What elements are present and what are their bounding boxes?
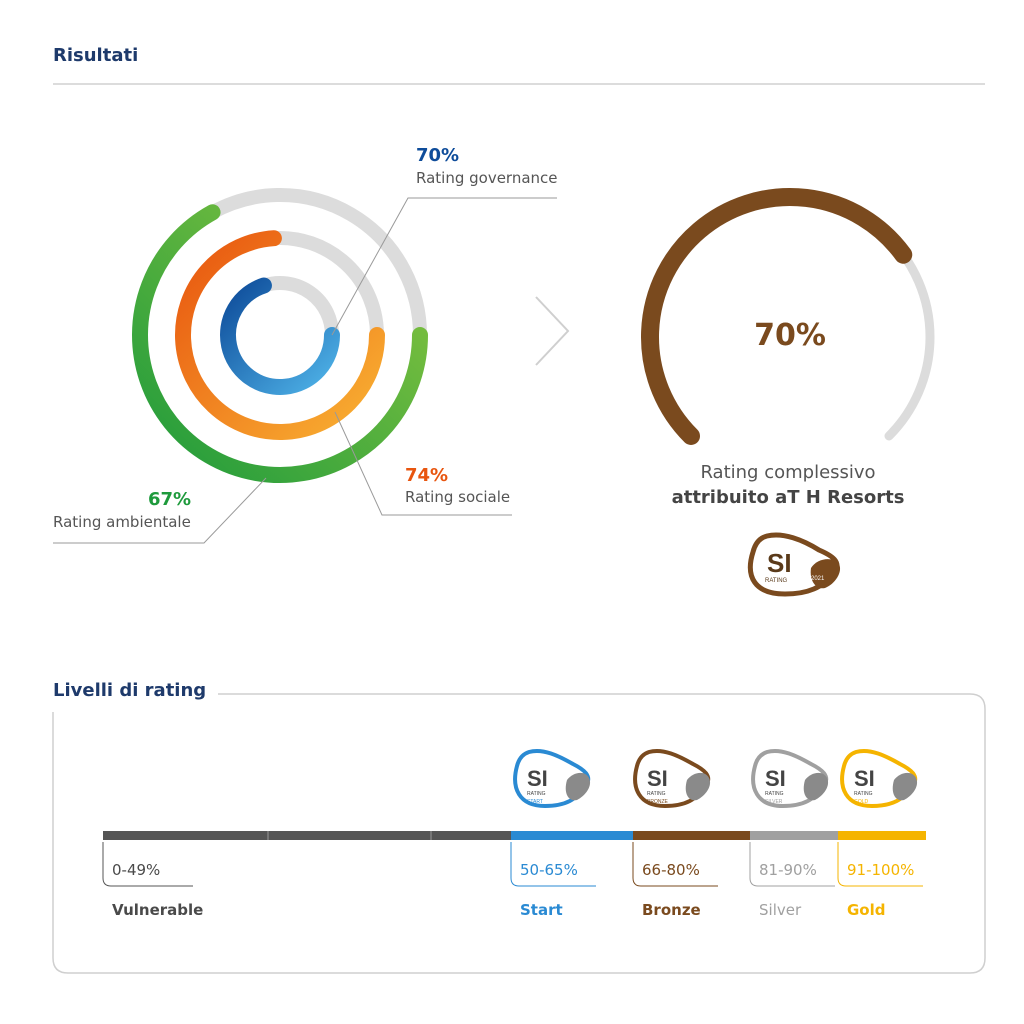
sociale-label: Rating sociale	[405, 488, 511, 506]
level-segment-silver	[750, 831, 838, 840]
chevron-right-icon	[535, 296, 570, 366]
svg-text:SILVER: SILVER	[765, 799, 783, 805]
overall-caption-line1: Rating complessivo	[700, 462, 876, 483]
overall-caption-line2: attribuito aT H Resorts	[671, 487, 905, 508]
svg-text:RATING: RATING	[647, 791, 666, 797]
governance-leader-line	[331, 197, 557, 336]
svg-text:RATING: RATING	[854, 791, 873, 797]
svg-text:SI: SI	[854, 766, 875, 791]
si-rating-badge-icon: SI RATING 2021	[747, 532, 841, 597]
results-title: Risultati	[53, 45, 139, 66]
level-segment-bronze	[633, 831, 750, 840]
level-range-start: 50-65%	[520, 861, 578, 879]
svg-text:RATING: RATING	[527, 791, 546, 797]
level-name-bronze: Bronze	[642, 901, 701, 919]
ring-track-1	[266, 231, 384, 342]
sociale-leader-line	[334, 411, 512, 516]
level-bracket-bronze	[632, 842, 718, 887]
governance-label: Rating governance	[416, 169, 558, 187]
level-bracket-silver	[749, 842, 835, 887]
levels-badges: SIRATINGSTARTSIRATINGBRONZESIRATINGSILVE…	[513, 749, 918, 809]
level-range-gold: 91-100%	[847, 861, 915, 879]
ambientale-percent: 67%	[148, 489, 192, 510]
radial-chart	[132, 188, 428, 483]
svg-text:SI: SI	[765, 766, 786, 791]
badge-main-si: SI	[767, 548, 792, 578]
segment-divider	[430, 831, 432, 840]
svg-text:SI: SI	[647, 766, 668, 791]
segment-divider	[267, 831, 269, 840]
levels-title: Livelli di rating	[53, 680, 207, 701]
overall-percent: 70%	[754, 318, 826, 353]
svg-text:SI: SI	[527, 766, 548, 791]
level-range-vulnerable: 0-49%	[112, 861, 161, 879]
governance-percent: 70%	[416, 145, 460, 166]
svg-text:GOLD: GOLD	[854, 799, 869, 805]
svg-text:RATING: RATING	[765, 791, 784, 797]
level-name-vulnerable: Vulnerable	[112, 901, 204, 919]
svg-text:START: START	[527, 799, 543, 805]
level-segment-start	[511, 831, 633, 840]
ring-bar-rating-sociale	[175, 230, 385, 440]
sociale-percent: 74%	[405, 465, 449, 486]
level-name-silver: Silver	[759, 901, 802, 919]
overall-gauge	[641, 188, 935, 445]
ambientale-leader-line	[53, 477, 267, 544]
level-segment-vulnerable	[103, 831, 511, 840]
levels-box	[52, 693, 986, 974]
gauge-value	[641, 188, 913, 445]
level-range-bronze: 66-80%	[642, 861, 700, 879]
levels-bar	[102, 831, 926, 887]
ambientale-label: Rating ambientale	[53, 513, 191, 531]
ring-bar-rating-ambientale	[132, 204, 428, 483]
badge-main-sub: RATING	[765, 578, 788, 584]
level-name-gold: Gold	[847, 901, 886, 919]
level-name-start: Start	[520, 901, 563, 919]
level-segment-gold	[838, 831, 926, 840]
svg-text:BRONZE: BRONZE	[647, 799, 669, 805]
level-bracket-start	[510, 842, 596, 887]
level-bracket-gold	[837, 842, 923, 887]
ring-bar-rating-governance	[220, 277, 340, 395]
level-bracket-vulnerable	[102, 842, 193, 887]
badge-main-year: 2021	[811, 576, 825, 582]
ring-track-2	[256, 276, 339, 342]
level-range-silver: 81-90%	[759, 861, 817, 879]
ring-track-0	[205, 188, 427, 342]
